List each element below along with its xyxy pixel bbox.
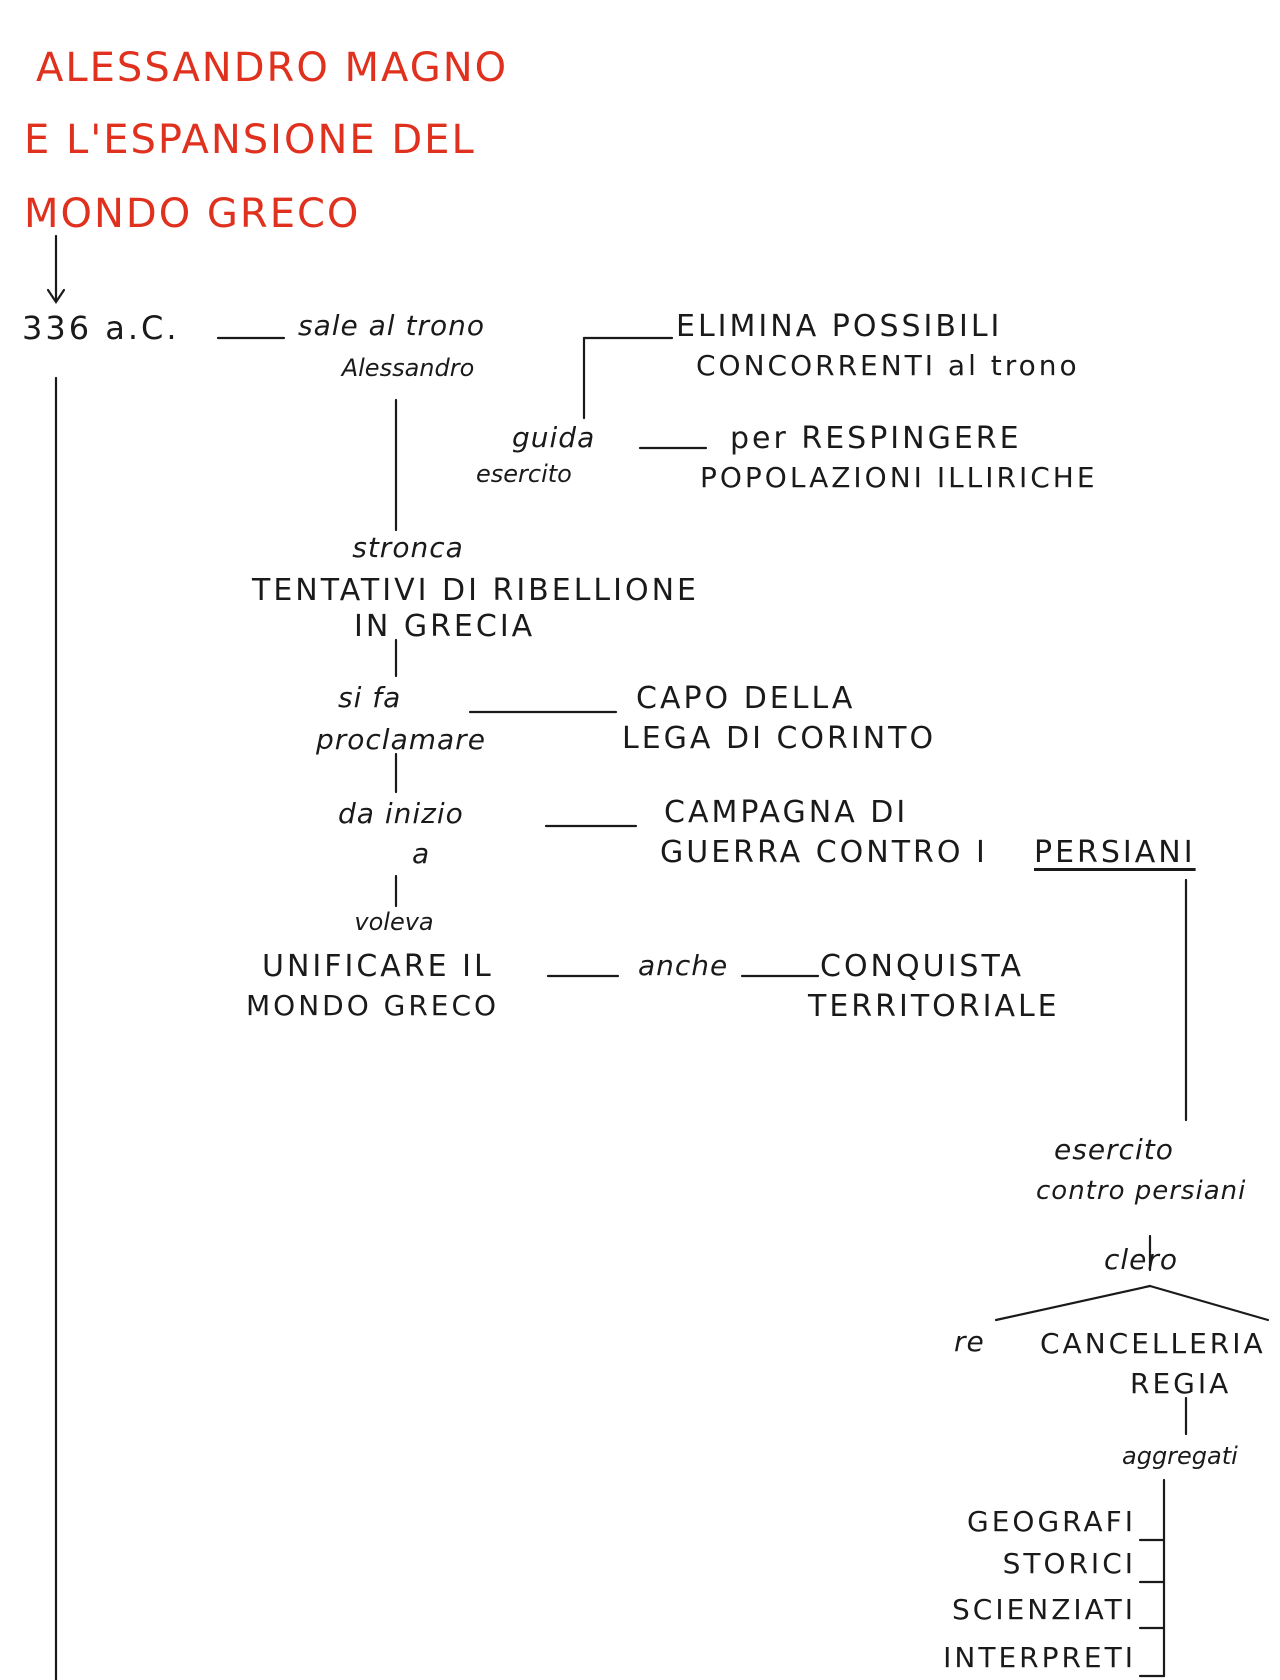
popolazioni-illiriche-label: POPOLAZIONI ILLIRICHE xyxy=(700,461,1098,494)
esercito-persiani-label: esercito xyxy=(1054,1133,1174,1166)
esercito-label: esercito xyxy=(476,460,572,488)
si-fa-label: si fa xyxy=(338,681,402,714)
title-arrow-head xyxy=(46,288,66,304)
item-scienziati: SCIENZIATI xyxy=(952,1593,1136,1626)
unificare-label: UNIFICARE IL xyxy=(262,949,494,984)
campagna-di-label: CAMPAGNA DI xyxy=(664,795,909,830)
alessandro-label: Alessandro xyxy=(341,354,475,382)
mondo-greco-label: MONDO GRECO xyxy=(246,989,500,1022)
item-storici: STORICI xyxy=(1002,1547,1136,1580)
elimina-line-1: ELIMINA POSSIBILI xyxy=(676,309,1003,344)
clero-to-cancelleria-line xyxy=(1148,1284,1270,1322)
contro-persiani-label: contro persiani xyxy=(1036,1176,1247,1206)
voleva-label: voleva xyxy=(354,908,434,936)
per-respingere-label: per RESPINGERE xyxy=(730,421,1022,456)
item-interpreti: INTERPRETI xyxy=(943,1641,1136,1674)
title-line-1: ALESSANDRO MAGNO xyxy=(36,45,509,91)
re-label: re xyxy=(954,1325,985,1358)
conquista-label: CONQUISTA xyxy=(820,949,1024,984)
proclamare-label: proclamare xyxy=(316,723,486,756)
territoriale-label: TERRITORIALE xyxy=(808,989,1060,1024)
aggregati-label: aggregati xyxy=(1122,1442,1238,1470)
elimina-line-2: CONCORRENTI al trono xyxy=(696,349,1080,382)
cancelleria-label: CANCELLERIA xyxy=(1040,1327,1266,1360)
clero-label: clero xyxy=(1104,1243,1179,1276)
tentativi-label: TENTATIVI DI RIBELLIONE xyxy=(252,573,699,608)
guida-label: guida xyxy=(512,421,596,454)
title-line-2: E L'ESPANSIONE DEL xyxy=(24,117,476,163)
item-geografi: GEOGRAFI xyxy=(967,1505,1136,1538)
lega-di-corinto-label: LEGA DI CORINTO xyxy=(622,721,937,756)
guerra-contro-label: GUERRA CONTRO I xyxy=(660,835,988,870)
title-line-3: MONDO GRECO xyxy=(24,191,361,237)
a-label: a xyxy=(412,837,431,870)
capo-della-label: CAPO DELLA xyxy=(636,681,856,716)
da-inizio-label: da inizio xyxy=(338,797,464,830)
date-label: 336 a.C. xyxy=(22,309,180,347)
sale-al-trono-label: sale al trono xyxy=(298,309,485,342)
clero-to-re-line xyxy=(994,1284,1152,1322)
stronca-label: stronca xyxy=(352,531,464,564)
in-grecia-label: IN GRECIA xyxy=(354,609,536,644)
regia-label: REGIA xyxy=(1130,1367,1232,1400)
anche-label: anche xyxy=(638,949,729,982)
persiani-label: PERSIANI xyxy=(1034,835,1196,870)
